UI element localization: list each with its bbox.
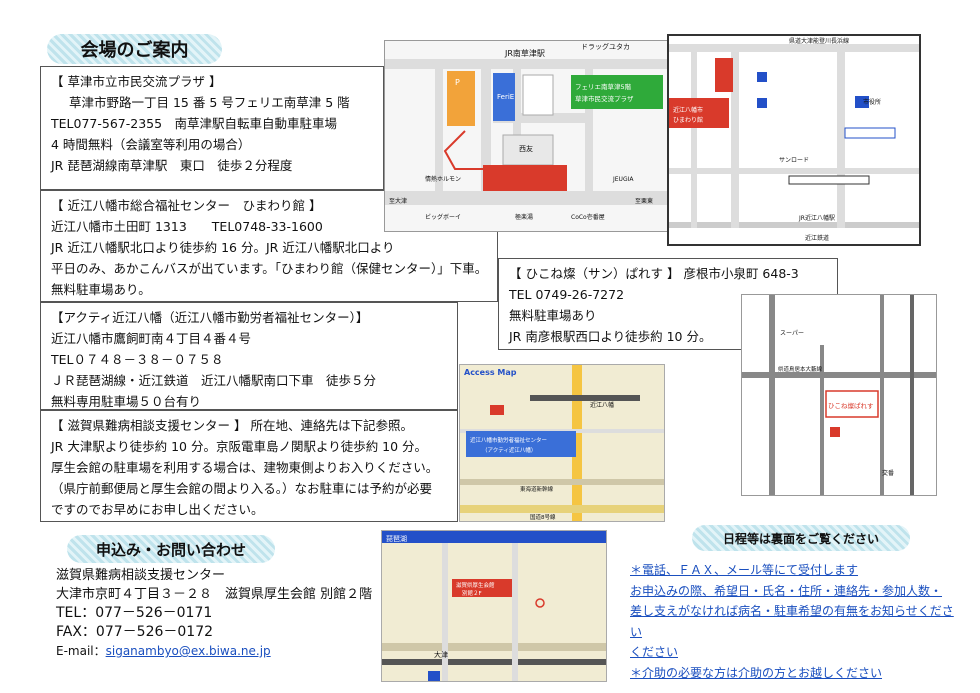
contact-block: 滋賀県難病相談支援センター 大津市京町４丁目３－２８ 滋賀県厚生会館 別館２階 … bbox=[56, 566, 376, 661]
venue-kusatsu-line: 草津市野路一丁目 15 番 5 号フェリエ南草津 5 階 bbox=[69, 95, 350, 110]
svg-text:西友: 西友 bbox=[519, 144, 533, 153]
svg-text:CoCo壱番屋: CoCo壱番屋 bbox=[571, 213, 605, 221]
svg-text:草津市民交流プラザ: 草津市民交流プラザ bbox=[575, 94, 634, 103]
contact-email-link[interactable]: siganambyo@ex.biwa.ne.jp bbox=[105, 644, 271, 658]
venue-acty-line: TEL０７４８－３８－０７５８ bbox=[51, 352, 224, 367]
contact-address: 大津市京町４丁目３－２８ 滋賀県厚生会館 別館２階 bbox=[56, 587, 373, 602]
svg-text:琵琶湖: 琵琶湖 bbox=[386, 534, 407, 543]
venue-acty-box: 【アクティ近江八幡（近江八幡市勤労者福祉センター）】 近江八幡市鷹飼町南４丁目４… bbox=[40, 302, 458, 410]
svg-text:情熱ホルモン: 情熱ホルモン bbox=[425, 175, 461, 183]
map-acty: Access Map 近江八幡市勤労者福祉センター （アクティ近江八幡） 近江八… bbox=[459, 364, 665, 522]
venue-acty-name: 【アクティ近江八幡（近江八幡市勤労者福祉センター）】 bbox=[51, 310, 369, 325]
svg-text:サンロード: サンロード bbox=[779, 157, 809, 164]
venue-hikone-name: 【 ひこね燦（サン）ぱれす 】 bbox=[509, 266, 680, 281]
venue-hikone-suffix: 彦根市小泉町 648-3 bbox=[683, 266, 799, 281]
svg-text:フェリエ南草津5階: フェリエ南草津5階 bbox=[575, 82, 632, 91]
venue-center-line: ですのでお早めにお申し出ください。 bbox=[51, 502, 264, 517]
svg-text:東海道新幹線: 東海道新幹線 bbox=[520, 485, 554, 493]
venue-himawari-line: 平日のみ、あかこんバスが出ています。「ひまわり館（保健センター）」下車。 bbox=[51, 261, 488, 276]
schedule-section-title-text: 日程等は裏面をご覧ください bbox=[722, 531, 879, 546]
svg-text:交番: 交番 bbox=[882, 469, 894, 477]
map-kusatsu: JR南草津駅 ドラッグユタカ P FeriE フェリエ南草津5階 草津市民交流プ… bbox=[384, 40, 668, 232]
schedule-note-line: ＊介助の必要な方は介助の方とお越しください bbox=[630, 665, 883, 680]
venue-center-line: JR 大津駅より徒歩約 10 分。京阪電車島ノ関駅より徒歩約 10 分。 bbox=[51, 439, 428, 454]
venue-center-name-row: 【 滋賀県難病相談支援センター 】 所在地、連絡先は下記参照。 bbox=[51, 415, 447, 436]
venue-hikone-line: JR 南彦根駅西口より徒歩約 10 分。 bbox=[509, 329, 712, 344]
svg-text:ドラッグユタカ: ドラッグユタカ bbox=[581, 42, 630, 51]
svg-text:JR近江八幡駅: JR近江八幡駅 bbox=[798, 214, 835, 222]
venue-section-title-text: 会場のご案内 bbox=[80, 40, 189, 61]
venue-himawari-line: JR 近江八幡駅北口より徒歩約 16 分。JR 近江八幡駅北口より bbox=[51, 240, 395, 255]
venue-acty-line: 近江八幡市鷹飼町南４丁目４番４号 bbox=[51, 331, 252, 346]
contact-section-title: 申込み・お問い合わせ bbox=[67, 535, 275, 563]
schedule-notes: ＊電話、ＦＡＸ、メール等にて受付します お申込みの際、希望日・氏名・住所・連絡先… bbox=[630, 560, 960, 683]
map-hikone: ひこね燦ぱれす スーパー 県道鳥居本大藪線 交番 bbox=[741, 294, 937, 496]
svg-text:Access Map: Access Map bbox=[464, 368, 517, 377]
venue-kusatsu-box: 【 草津市立市民交流プラザ 】 草津市野路一丁目 15 番 5 号フェリエ南草津… bbox=[40, 66, 384, 190]
map-himawari: 県道大津能登川長浜線 近江八幡市 ひまわり館 サンロード JR近江八幡駅 近江鉄… bbox=[667, 34, 921, 246]
contact-section-title-text: 申込み・お問い合わせ bbox=[95, 540, 246, 559]
venue-kusatsu-line: 4 時間無料（会議室等利用の場合） bbox=[51, 137, 251, 152]
venue-himawari-name: 【 近江八幡市総合福祉センター ひまわり館 】 bbox=[51, 198, 322, 213]
schedule-note-line: ＊電話、ＦＡＸ、メール等にて受付します bbox=[630, 563, 859, 577]
svg-text:ひこね燦ぱれす: ひこね燦ぱれす bbox=[828, 402, 874, 410]
map-otsu: 琵琶湖 滋賀県厚生会館 別館２F 大津 bbox=[381, 530, 607, 682]
venue-center-box: 【 滋賀県難病相談支援センター 】 所在地、連絡先は下記参照。 JR 大津駅より… bbox=[40, 410, 458, 522]
svg-text:大津: 大津 bbox=[434, 650, 448, 659]
venue-kusatsu-line: TEL077-567-2355 南草津駅自転車自動車駐車場 bbox=[51, 116, 338, 131]
schedule-note-line: お申込みの際、希望日・氏名・住所・連絡先・参加人数・ bbox=[630, 583, 943, 598]
contact-email-row: E-mail：siganambyo@ex.biwa.ne.jp bbox=[56, 642, 376, 661]
svg-text:ひまわり館: ひまわり館 bbox=[673, 116, 703, 124]
svg-text:至大津: 至大津 bbox=[389, 197, 407, 205]
svg-text:至栗東: 至栗東 bbox=[635, 197, 653, 205]
svg-text:近江八幡市: 近江八幡市 bbox=[673, 106, 703, 114]
svg-text:市役所: 市役所 bbox=[863, 98, 881, 106]
svg-text:滋賀県厚生会館: 滋賀県厚生会館 bbox=[456, 581, 495, 589]
venue-center-name: 【 滋賀県難病相談支援センター 】 bbox=[51, 418, 247, 433]
venue-center-line: 厚生会館の駐車場を利用する場合は、建物東側よりお入りください。 bbox=[51, 460, 439, 475]
contact-fax: FAX：077－526－0172 bbox=[56, 624, 214, 640]
venue-hikone-line: TEL 0749-26-7272 bbox=[509, 287, 625, 302]
venue-kusatsu-line: JR 琵琶湖線南草津駅 東口 徒歩２分程度 bbox=[51, 158, 293, 173]
svg-text:ビッグボーイ: ビッグボーイ bbox=[425, 213, 461, 221]
svg-text:（アクティ近江八幡）: （アクティ近江八幡） bbox=[482, 446, 536, 454]
svg-text:P: P bbox=[455, 78, 460, 87]
svg-text:国道8号線: 国道8号線 bbox=[530, 513, 556, 521]
schedule-note-line: 差し支えがなければ病名・駐車希望の有無をお知らせください bbox=[630, 604, 954, 639]
venue-center-suffix: 所在地、連絡先は下記参照。 bbox=[250, 418, 413, 433]
venue-section-title: 会場のご案内 bbox=[47, 34, 222, 64]
venue-himawari-line: 無料駐車場あり。 bbox=[51, 282, 151, 297]
venue-acty-line: ＪＲ琵琶湖線・近江鉄道 近江八幡駅南口下車 徒歩５分 bbox=[51, 373, 377, 388]
svg-text:県道大津能登川長浜線: 県道大津能登川長浜線 bbox=[789, 37, 849, 45]
contact-tel: TEL：077－526－0171 bbox=[56, 605, 213, 621]
svg-text:別館２F: 別館２F bbox=[462, 589, 482, 597]
venue-hikone-name-row: 【 ひこね燦（サン）ぱれす 】 彦根市小泉町 648-3 bbox=[509, 263, 827, 284]
svg-text:JEUGIA: JEUGIA bbox=[612, 176, 634, 183]
svg-text:スーパー: スーパー bbox=[780, 330, 804, 337]
venue-hikone-box: 【 ひこね燦（サン）ぱれす 】 彦根市小泉町 648-3 TEL 0749-26… bbox=[498, 258, 838, 350]
venue-kusatsu-name: 【 草津市立市民交流プラザ 】 bbox=[51, 74, 222, 89]
contact-org: 滋賀県難病相談支援センター bbox=[56, 568, 226, 583]
svg-text:近江八幡: 近江八幡 bbox=[590, 401, 614, 409]
venue-himawari-line: 近江八幡市土田町 1313 TEL0748-33-1600 bbox=[51, 219, 323, 234]
svg-text:県道鳥居本大藪線: 県道鳥居本大藪線 bbox=[778, 365, 823, 373]
svg-text:近江八幡市勤労者福祉センター: 近江八幡市勤労者福祉センター bbox=[470, 436, 547, 444]
svg-text:極楽湯: 極楽湯 bbox=[515, 213, 533, 221]
svg-text:近江鉄道: 近江鉄道 bbox=[805, 234, 829, 242]
schedule-note-line: ください bbox=[630, 645, 679, 659]
svg-text:JR南草津駅: JR南草津駅 bbox=[504, 48, 545, 58]
svg-text:FeriE: FeriE bbox=[497, 93, 514, 101]
contact-email-label: E-mail： bbox=[56, 644, 106, 658]
venue-hikone-line: 無料駐車場あり bbox=[509, 308, 597, 323]
schedule-section-title: 日程等は裏面をご覧ください bbox=[692, 525, 910, 551]
venue-center-line: （県庁前郵便局と厚生会館の間より入る。）なお駐車には予約が必要 bbox=[51, 481, 433, 496]
venue-acty-line: 無料専用駐車場５０台有り bbox=[51, 394, 202, 409]
